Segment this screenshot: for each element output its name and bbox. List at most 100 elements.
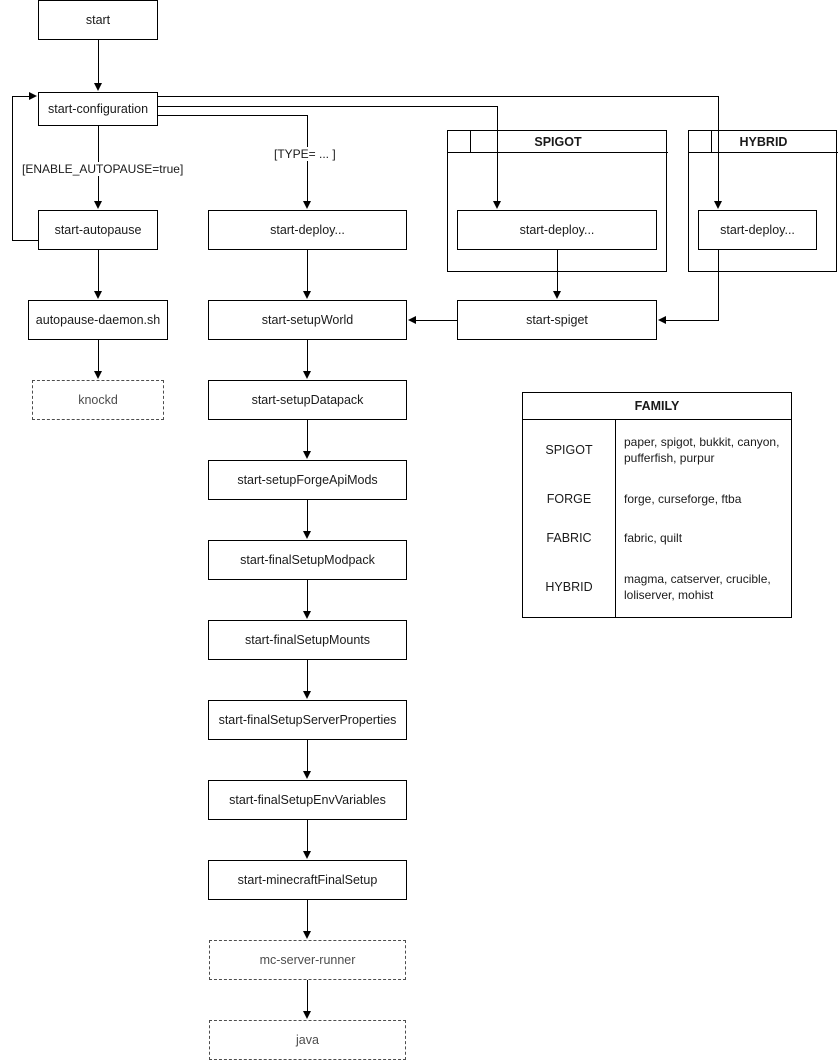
- family-legend-body: SPIGOT paper, spigot, bukkit, canyon, pu…: [523, 419, 791, 617]
- node-start-setup-datapack-label: start-setupDatapack: [251, 392, 364, 407]
- arrowhead-spigot-deploy-to-spiget: [552, 291, 561, 299]
- edge-hybrid-deploy-to-spiget-v: [718, 250, 719, 321]
- node-start-final-setup-server-properties[interactable]: start-finalSetupServerProperties: [208, 700, 407, 740]
- node-start-configuration-label: start-configuration: [47, 101, 149, 116]
- node-start-autopause-label: start-autopause: [54, 222, 142, 237]
- family-values-forge: forge, curseforge, ftba: [624, 492, 742, 507]
- node-start-spiget-label: start-spiget: [526, 312, 588, 327]
- node-start-setup-world-label: start-setupWorld: [261, 312, 354, 327]
- node-mc-server-runner-label: mc-server-runner: [259, 952, 356, 967]
- node-start-configuration[interactable]: start-configuration: [38, 92, 158, 126]
- node-autopause-daemon[interactable]: autopause-daemon.sh: [28, 300, 168, 340]
- table-row: SPIGOT paper, spigot, bukkit, canyon, pu…: [523, 419, 791, 481]
- arrowhead-mounts-to-serverproperties: [302, 691, 311, 699]
- node-start-deploy-spigot-label: start-deploy...: [519, 222, 595, 237]
- edge-modpack-to-mounts: [307, 580, 308, 612]
- node-start-setup-world[interactable]: start-setupWorld: [208, 300, 407, 340]
- edge-configuration-to-spigot-v: [497, 106, 498, 201]
- node-start-minecraft-final-setup[interactable]: start-minecraftFinalSetup: [208, 860, 407, 900]
- edge-autopause-loop-top: [12, 96, 30, 97]
- node-start-setup-forge-api-mods-label: start-setupForgeApiMods: [237, 472, 378, 487]
- edge-spiget-to-setupworld: [416, 320, 458, 321]
- arrowhead-spiget-to-setupworld: [408, 315, 416, 324]
- node-start-final-setup-modpack-label: start-finalSetupModpack: [240, 552, 375, 567]
- node-knockd[interactable]: knockd: [32, 380, 164, 420]
- edge-mounts-to-serverproperties: [307, 660, 308, 692]
- family-name-spigot: SPIGOT: [523, 419, 616, 481]
- arrowhead-forgeapimods-to-modpack: [302, 531, 311, 539]
- family-legend-header-row: FAMILY: [523, 393, 791, 420]
- edge-configuration-to-hybrid-h: [158, 96, 718, 97]
- edge-label-type-condition: [TYPE= ... ]: [272, 147, 338, 161]
- node-start-deploy-hybrid[interactable]: start-deploy...: [698, 210, 817, 250]
- node-java[interactable]: java: [209, 1020, 406, 1060]
- arrowhead-configuration-to-hybrid: [713, 201, 722, 209]
- edge-deploy-to-setupworld: [307, 250, 308, 292]
- arrowhead-configuration-to-autopause: [93, 201, 102, 209]
- node-start-deploy-hybrid-label: start-deploy...: [720, 222, 795, 237]
- node-start-deploy-spigot[interactable]: start-deploy...: [457, 210, 657, 250]
- arrowhead-configuration-to-spigot: [492, 201, 501, 209]
- arrowhead-modpack-to-mounts: [302, 611, 311, 619]
- lane-spigot-gutter: [470, 131, 471, 153]
- node-java-label: java: [296, 1032, 319, 1047]
- node-start-final-setup-mounts[interactable]: start-finalSetupMounts: [208, 620, 407, 660]
- arrowhead-datapack-to-forgeapimods: [302, 451, 311, 459]
- edge-minecraftfinalsetup-to-mcserverrunner: [307, 900, 308, 932]
- node-start-autopause[interactable]: start-autopause: [38, 210, 158, 250]
- family-values-hybrid: magma, catserver, crucible, loliserver, …: [624, 571, 771, 602]
- node-start[interactable]: start: [38, 0, 158, 40]
- node-start-final-setup-server-properties-label: start-finalSetupServerProperties: [218, 712, 397, 727]
- lane-hybrid: HYBRID: [688, 130, 838, 272]
- edge-daemon-to-knockd: [98, 340, 99, 372]
- table-row: FORGE forge, curseforge, ftba: [523, 480, 791, 519]
- arrowhead-daemon-to-knockd: [93, 371, 102, 379]
- node-start-setup-datapack[interactable]: start-setupDatapack: [208, 380, 407, 420]
- arrowhead-configuration-to-deploy: [302, 201, 311, 209]
- lane-hybrid-label: HYBRID: [739, 134, 788, 149]
- edge-autopause-loop-left: [12, 96, 13, 241]
- family-legend: FAMILY SPIGOT paper, spigot, bukkit, can…: [522, 392, 792, 618]
- lane-hybrid-title: HYBRID: [689, 131, 838, 153]
- arrowhead-setupworld-to-datapack: [302, 371, 311, 379]
- edge-autopause-loop-bottom: [12, 240, 39, 241]
- edge-label-enable-autopause: [ENABLE_AUTOPAUSE=true]: [20, 162, 186, 176]
- lane-hybrid-gutter: [711, 131, 712, 153]
- arrowhead-mcserverrunner-to-java: [302, 1011, 311, 1019]
- arrowhead-deploy-to-setupworld: [302, 291, 311, 299]
- node-start-label: start: [85, 12, 111, 27]
- arrowhead-autopause-to-daemon: [93, 291, 102, 299]
- arrowhead-hybrid-deploy-to-spiget: [658, 315, 666, 324]
- table-row: HYBRID magma, catserver, crucible, lolis…: [523, 556, 791, 617]
- arrowhead-autopause-loop: [29, 91, 37, 100]
- edge-envvariables-to-minecraftfinalsetup: [307, 820, 308, 852]
- node-mc-server-runner[interactable]: mc-server-runner: [209, 940, 406, 980]
- node-start-deploy-main[interactable]: start-deploy...: [208, 210, 407, 250]
- node-autopause-daemon-label: autopause-daemon.sh: [35, 312, 161, 327]
- lane-spigot-label: SPIGOT: [534, 134, 582, 149]
- family-name-forge: FORGE: [523, 480, 616, 519]
- table-row: FABRIC fabric, quilt: [523, 518, 791, 557]
- edge-autopause-to-daemon: [98, 250, 99, 292]
- edge-configuration-to-deploy-h: [158, 115, 307, 116]
- node-knockd-label: knockd: [78, 392, 118, 407]
- node-start-final-setup-mounts-label: start-finalSetupMounts: [244, 632, 371, 647]
- family-legend-header: FAMILY: [523, 393, 791, 420]
- family-legend-head: FAMILY: [523, 393, 791, 420]
- node-start-setup-forge-api-mods[interactable]: start-setupForgeApiMods: [208, 460, 407, 500]
- edge-datapack-to-forgeapimods: [307, 420, 308, 452]
- node-start-final-setup-env-variables[interactable]: start-finalSetupEnvVariables: [208, 780, 407, 820]
- edge-forgeapimods-to-modpack: [307, 500, 308, 532]
- family-name-hybrid: HYBRID: [523, 556, 616, 617]
- arrowhead-serverproperties-to-envvariables: [302, 771, 311, 779]
- lane-spigot-title: SPIGOT: [448, 131, 668, 153]
- edge-hybrid-deploy-to-spiget-h: [666, 320, 719, 321]
- family-name-fabric: FABRIC: [523, 518, 616, 557]
- edge-configuration-to-spigot-h: [158, 106, 497, 107]
- arrowhead-minecraftfinalsetup-to-mcserverrunner: [302, 931, 311, 939]
- node-start-minecraft-final-setup-label: start-minecraftFinalSetup: [237, 872, 378, 887]
- edge-start-to-configuration: [98, 40, 99, 84]
- node-start-spiget[interactable]: start-spiget: [457, 300, 657, 340]
- node-start-final-setup-modpack[interactable]: start-finalSetupModpack: [208, 540, 407, 580]
